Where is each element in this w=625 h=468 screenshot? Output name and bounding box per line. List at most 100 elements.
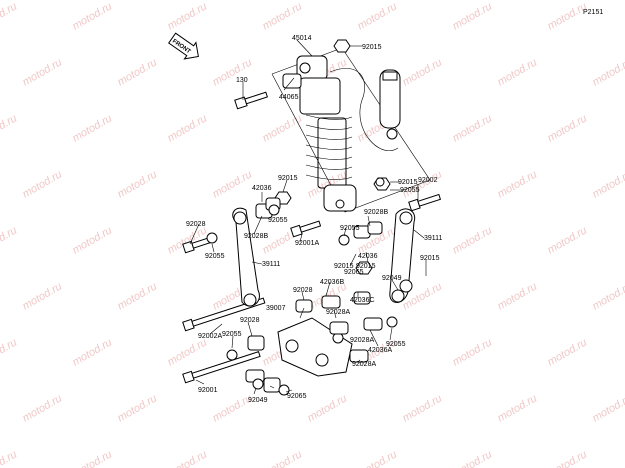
watermark-text: motod.ru	[116, 56, 160, 88]
watermark-text: motod.ru	[496, 280, 540, 312]
watermark-text: motod.ru	[451, 224, 495, 256]
watermark-text: motod.ru	[496, 392, 540, 424]
callout-label: 92028	[293, 287, 313, 294]
watermark-text: motod.ru	[0, 112, 19, 144]
watermark-text: motod.ru	[451, 448, 495, 468]
watermark-text: motod.ru	[166, 0, 210, 32]
callout-label: 39111	[424, 235, 443, 242]
bolt-92001a	[290, 220, 322, 238]
watermark-text: motod.ru	[591, 392, 625, 424]
callout-label: 92001A	[295, 240, 319, 247]
callout-label: 92028	[240, 317, 260, 324]
watermark-text: motod.ru	[116, 392, 160, 424]
callout-label: 45014	[292, 35, 312, 42]
watermark-text: motod.ru	[591, 56, 625, 88]
watermark-text: motod.ru	[71, 336, 115, 368]
watermark-text: motod.ru	[401, 392, 445, 424]
callout-label: 92028A	[352, 361, 376, 368]
callout-label: 92055	[340, 225, 360, 232]
front-arrow-icon: FRONT	[168, 32, 199, 60]
watermark-text: motod.ru	[546, 112, 590, 144]
watermark-text: motod.ru	[21, 280, 65, 312]
watermark-text: motod.ru	[166, 112, 210, 144]
callout-label: 92028A	[326, 309, 350, 316]
figure-code: P2151	[583, 9, 603, 16]
callout-label: 92065	[287, 393, 307, 400]
callout-label: 92015	[278, 175, 298, 182]
watermark-text: motod.ru	[71, 224, 115, 256]
watermark-text: motod.ru	[21, 168, 65, 200]
watermark-text: motod.ru	[0, 0, 19, 32]
callout-label: 92055	[222, 331, 242, 338]
callout-label: 92015	[356, 263, 376, 270]
callout-label: 92028	[186, 221, 206, 228]
watermark-text: motod.ru	[21, 56, 65, 88]
watermark-text: motod.ru	[306, 392, 350, 424]
bolt-130	[234, 91, 268, 110]
callout-label: 92028B	[364, 209, 388, 216]
watermark-text: motod.ru	[591, 280, 625, 312]
watermark-text: motod.ru	[496, 56, 540, 88]
watermark-text: motod.ru	[451, 336, 495, 368]
watermark-text: motod.ru	[451, 112, 495, 144]
callout-label: 92028A	[350, 337, 374, 344]
callout-label: 92015	[362, 44, 382, 51]
watermark-text: motod.ru	[546, 224, 590, 256]
watermark-text: motod.ru	[116, 168, 160, 200]
watermark-text: motod.ru	[21, 392, 65, 424]
washers	[206, 177, 413, 396]
tie-rod-left	[232, 207, 260, 307]
callout-label: 92055	[205, 253, 225, 260]
callout-label: 92049	[248, 397, 268, 404]
callout-label: 92015	[398, 179, 418, 186]
callout-label: 39007	[266, 305, 286, 312]
watermark-text: motod.ru	[211, 168, 255, 200]
callout-label: 92002A	[198, 333, 222, 340]
callout-label: 44065	[279, 94, 299, 101]
watermark-text: motod.ru	[546, 448, 590, 468]
watermark-text: motod.ru	[71, 112, 115, 144]
callout-label: 92055	[400, 187, 420, 194]
bolt-92002	[408, 193, 442, 212]
watermark-text: motod.ru	[496, 168, 540, 200]
callout-labels: 45014 92015 130 44065 92015 42036 92055 …	[186, 35, 443, 404]
rear-shock-absorber	[282, 55, 357, 212]
watermark-text: motod.ru	[0, 448, 19, 468]
callout-label: 92015	[334, 263, 354, 270]
watermark-text: motod.ru	[401, 56, 445, 88]
watermark-text: motod.ru	[546, 336, 590, 368]
watermark-text: motod.ru	[591, 168, 625, 200]
watermark-text: motod.ru	[0, 336, 19, 368]
callout-label: 92001	[198, 387, 218, 394]
callout-label: 42036B	[320, 279, 344, 286]
watermark-text: motod.ru	[0, 224, 19, 256]
callout-label: 42036C	[350, 297, 375, 304]
callout-label: 42036A	[368, 347, 392, 354]
callout-label: 92055	[386, 341, 406, 348]
callout-label: 92028B	[244, 233, 268, 240]
bolt-92001	[182, 351, 261, 384]
watermark-text: motod.ru	[261, 448, 305, 468]
watermark-text: motod.ru	[356, 0, 400, 32]
callout-label: 92049	[382, 275, 402, 282]
sleeves	[245, 197, 383, 393]
callout-label: 130	[236, 77, 248, 84]
watermark-text: motod.ru	[261, 0, 305, 32]
nut-top	[333, 39, 351, 53]
watermark-text: motod.ru	[546, 0, 590, 32]
callout-label: 39111	[262, 261, 281, 268]
callout-label: 92055	[268, 217, 288, 224]
watermark-text: motod.ru	[71, 0, 115, 32]
callout-label: 42036	[358, 253, 378, 260]
watermark-text: motod.ru	[451, 0, 495, 32]
callout-label: 92002	[418, 177, 438, 184]
callout-label: 92015	[420, 255, 440, 262]
watermark-text: motod.ru	[356, 448, 400, 468]
watermark-text: motod.ru	[71, 448, 115, 468]
leader-lines	[189, 39, 427, 395]
watermark-text: motod.ru	[116, 280, 160, 312]
watermark-text: motod.ru	[166, 448, 210, 468]
watermark-text: motod.ru	[166, 336, 210, 368]
callout-label: 42036	[252, 185, 272, 192]
